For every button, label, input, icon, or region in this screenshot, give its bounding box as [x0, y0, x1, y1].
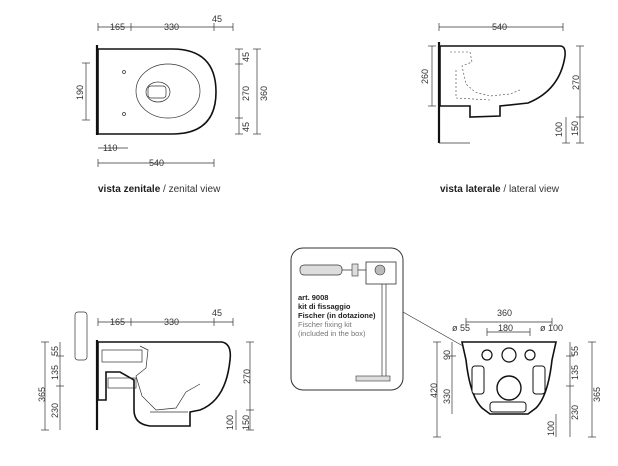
dim-top-270: 270	[241, 86, 251, 101]
dim-top-45b: 45	[241, 122, 251, 132]
dim-rear-365: 365	[592, 387, 602, 402]
dim-side-100: 100	[554, 122, 564, 137]
kit-line-1: art. 9008	[298, 293, 329, 302]
dim-side-260: 260	[420, 69, 430, 84]
dim-sec-230: 230	[50, 403, 60, 418]
dim-top-45a: 45	[241, 52, 251, 62]
dim-rear-330: 330	[442, 389, 452, 404]
caption-side-view: vista laterale / lateral view	[440, 184, 559, 195]
dim-rear-100: 100	[546, 421, 556, 436]
dim-top-330: 330	[164, 22, 179, 32]
dim-rear-135: 135	[570, 365, 580, 380]
side-view-drawing: 540 260 270 150 100	[420, 22, 584, 144]
kit-line-5: (included in the box)	[298, 329, 366, 338]
dim-side-150: 150	[570, 121, 580, 136]
dim-top-190: 190	[75, 85, 85, 100]
kit-line-4: Fischer fixing kit	[298, 320, 352, 329]
dim-side-540: 540	[492, 22, 507, 32]
kit-line-2: kit di fissaggio	[298, 302, 351, 311]
dim-rear-420: 420	[429, 383, 439, 398]
dim-sec-135: 135	[50, 365, 60, 380]
dim-sec-55: 55	[50, 346, 60, 356]
dim-sec-45: 45	[212, 308, 222, 318]
dim-rear-360: 360	[497, 308, 512, 318]
dim-top-360: 360	[259, 86, 269, 101]
dim-top-540: 540	[149, 158, 164, 168]
dim-rear-d100: ø 100	[540, 323, 563, 333]
rear-view-drawing: 360 180 ø 55 ø 100 420 90 330 55 135 230…	[429, 308, 602, 438]
caption-top-view: vista zenitale / zenital view	[98, 184, 221, 195]
dim-sec-330: 330	[164, 317, 179, 327]
kit-label: art. 9008 kit di fissaggio Fischer (in d…	[298, 293, 376, 338]
dim-sec-150: 150	[241, 415, 251, 430]
kit-line-3: Fischer (in dotazione)	[298, 311, 376, 320]
dim-side-270: 270	[571, 75, 581, 90]
dim-top-110: 110	[103, 143, 117, 153]
dim-sec-270: 270	[242, 369, 252, 384]
dim-rear-230: 230	[570, 405, 580, 420]
dim-sec-165: 165	[110, 317, 125, 327]
dim-sec-100: 100	[225, 415, 235, 430]
dim-rear-55: 55	[570, 346, 580, 356]
dim-top-45: 45	[212, 14, 222, 24]
top-view-drawing: 165 330 45 190 110 540 45 270 360 45	[75, 14, 269, 168]
dim-top-165: 165	[110, 22, 125, 32]
fixing-kit-box	[290, 247, 471, 391]
dim-rear-90: 90	[442, 350, 452, 360]
dim-sec-365: 365	[37, 387, 47, 402]
dim-rear-180: 180	[498, 323, 513, 333]
dim-rear-d55: ø 55	[452, 323, 470, 333]
section-view-drawing: 165 330 45 365 55 135 230 270 150 100	[37, 308, 254, 431]
